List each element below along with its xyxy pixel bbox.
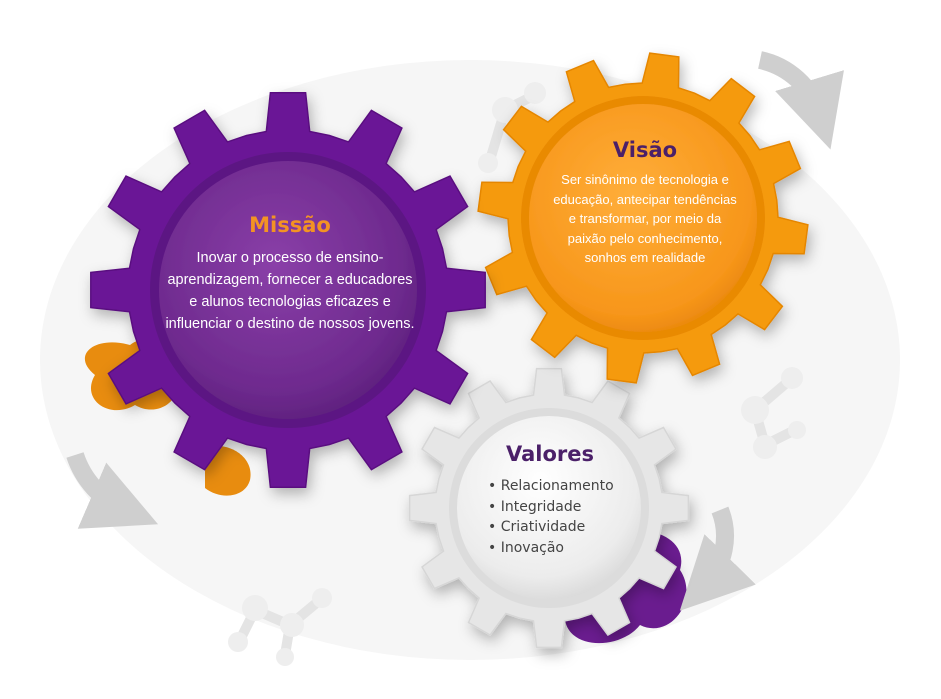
- visao-description: Ser sinônimo de tecnologia e educação, a…: [553, 172, 737, 265]
- circular-arrow-icon: [66, 451, 159, 529]
- missao-description: Inovar o processo de ensino-aprendizagem…: [165, 250, 415, 332]
- molecule-icon: [741, 367, 806, 459]
- gear-icon: [90, 92, 486, 488]
- orange-blob-bottom: [205, 445, 251, 496]
- list-item: Relacionamento: [488, 476, 614, 497]
- valores-list: Relacionamento Integridade Criatividade …: [488, 476, 614, 558]
- missao-title: Missão: [249, 213, 331, 237]
- molecule-icon: [228, 588, 332, 666]
- molecule-icon: [478, 82, 546, 173]
- gear-icon: [477, 52, 809, 384]
- visao-title: Visão: [612, 138, 678, 162]
- list-item: Integridade: [488, 497, 614, 518]
- list-item: Inovação: [488, 538, 614, 559]
- circular-arrow-icon: [679, 506, 756, 611]
- list-item: Criatividade: [488, 517, 614, 538]
- valores-title: Valores: [506, 442, 594, 466]
- circular-arrow-icon: [757, 51, 844, 150]
